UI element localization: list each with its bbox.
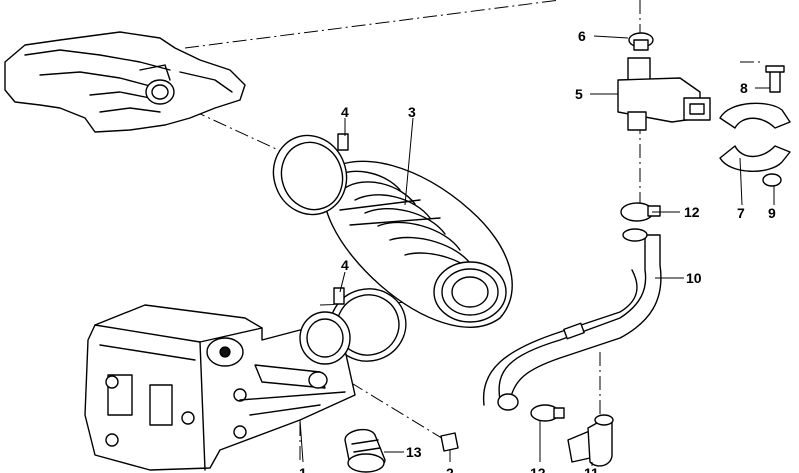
callout-4-upper: 4: [341, 104, 349, 120]
intake-boot: [322, 160, 513, 328]
callout-1: 1: [299, 465, 307, 473]
connector-plug: [344, 428, 386, 473]
mounting-bracket: [719, 65, 791, 187]
callout-11: 11: [584, 465, 599, 473]
hose-clamp-upper: [272, 133, 349, 216]
callout-5: 5: [575, 86, 583, 102]
callout-8: 8: [740, 80, 748, 96]
callout-7: 7: [737, 205, 745, 221]
idle-valve: [617, 32, 711, 131]
callout-4-lower: 4: [341, 257, 349, 273]
air-flow-meter: [84, 304, 356, 471]
callout-12-lower: 12: [530, 465, 546, 473]
callout-10: 10: [686, 270, 702, 286]
callout-9: 9: [768, 205, 776, 221]
callout-2: 2: [446, 465, 454, 473]
plug-cap: [440, 432, 459, 452]
callout-12-upper: 12: [684, 204, 700, 220]
leader-lines: [299, 35, 775, 466]
bypass-hose: [482, 228, 662, 411]
intake-manifold: [4, 31, 246, 133]
callout-labels: 1 2 3 4 4 5 6 7 8 9 10 11 12 12 13: [299, 28, 776, 473]
callout-13: 13: [406, 444, 422, 460]
small-clamp-lower: [530, 404, 565, 422]
elbow-fitting: [567, 414, 614, 467]
small-clamp-upper: [620, 202, 661, 222]
callout-6: 6: [578, 28, 586, 44]
callout-3: 3: [408, 104, 416, 120]
